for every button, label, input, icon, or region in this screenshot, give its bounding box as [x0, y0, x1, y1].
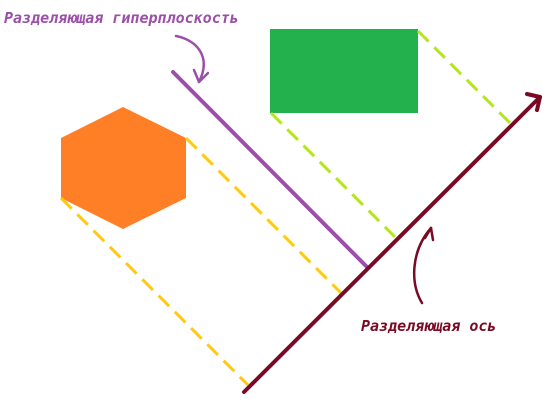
hexagon-projection-line-top	[184, 136, 343, 295]
hexagon-projection-line-bottom	[59, 196, 250, 387]
separating-axis-line	[242, 95, 542, 394]
green-rectangle	[270, 29, 418, 113]
rectangle-projection-line-bottom	[269, 111, 397, 239]
orange-hexagon	[61, 107, 186, 229]
axis-label: Разделяющая ось	[361, 317, 497, 335]
axis-pointer-arrowhead	[423, 226, 435, 242]
separating-axis-arrowhead	[525, 92, 542, 112]
axis-pointer-arrow	[412, 226, 433, 305]
separating-hyperplane-line	[171, 70, 370, 270]
hyperplane-label: Разделяющая гиперплоскость	[4, 9, 239, 27]
hyperplane-pointer-arrow	[174, 34, 205, 84]
rectangle-projection-line-top	[416, 29, 512, 125]
hyperplane-pointer-arrowhead	[192, 68, 210, 84]
